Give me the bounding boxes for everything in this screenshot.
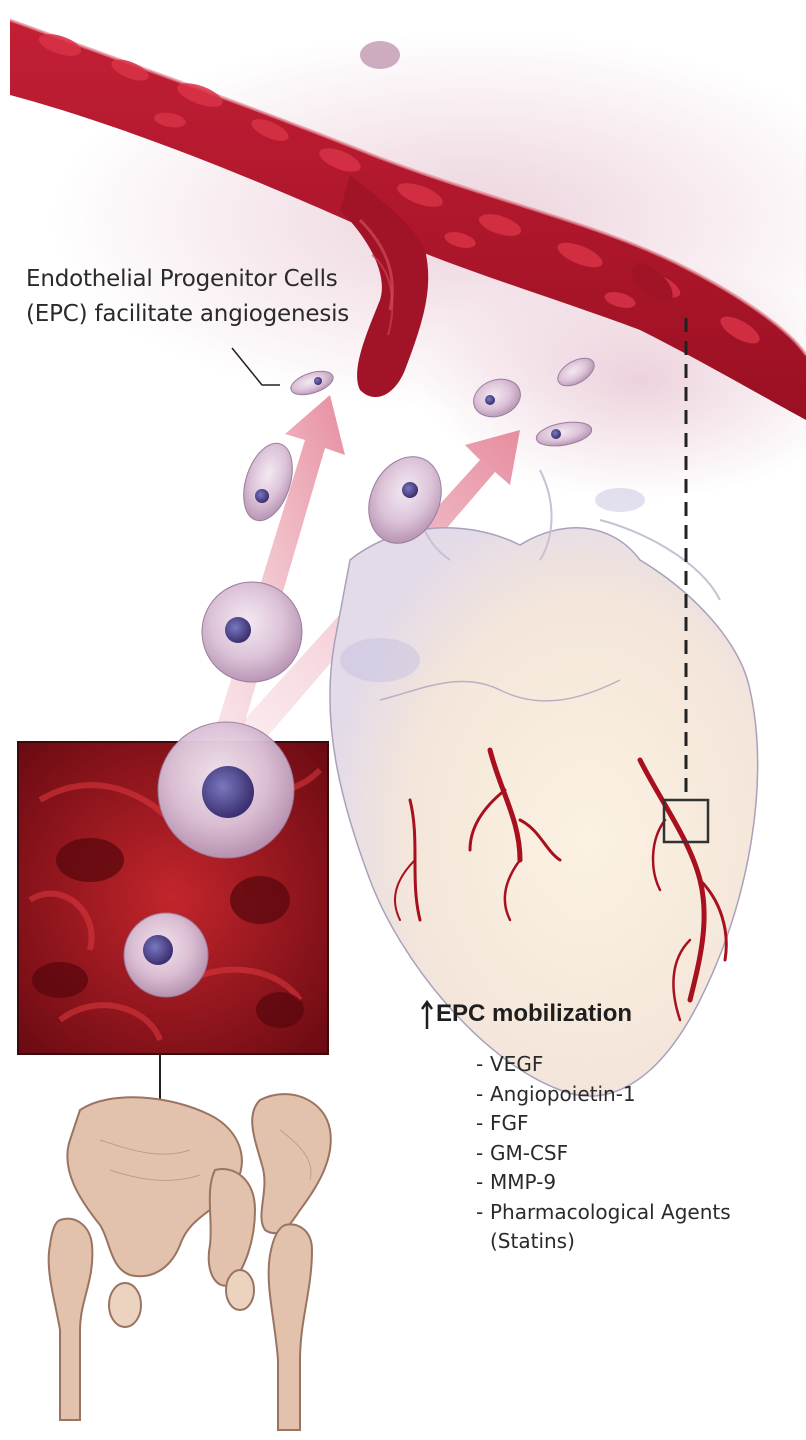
caption-line-2: (EPC) facilitate angiogenesis bbox=[26, 297, 349, 332]
mobilization-title: EPC mobilization bbox=[436, 1000, 632, 1028]
factor-subitem-statins: (Statins) bbox=[476, 1227, 731, 1257]
factor-item-gm-csf: -GM-CSF bbox=[476, 1139, 731, 1169]
factor-item-fgf: -FGF bbox=[476, 1109, 731, 1139]
epc-caption: Endothelial Progenitor Cells (EPC) facil… bbox=[26, 262, 349, 332]
pelvis-bones bbox=[49, 1094, 331, 1430]
caption-line-1: Endothelial Progenitor Cells bbox=[26, 262, 349, 297]
epc-mobilization-heading: EPC mobilization bbox=[420, 1000, 632, 1030]
up-arrow-icon bbox=[420, 1000, 434, 1030]
bone-marrow-inset bbox=[18, 722, 328, 1054]
factor-item-angiopoietin: -Angiopoietin-1 bbox=[476, 1080, 731, 1110]
factor-item-mmp-9: -MMP-9 bbox=[476, 1168, 731, 1198]
mobilization-factor-list: -VEGF -Angiopoietin-1 -FGF -GM-CSF -MMP-… bbox=[476, 1050, 731, 1257]
factor-item-pharmacological-agents: -Pharmacological Agents(Statins) bbox=[476, 1198, 731, 1257]
factor-item-vegf: -VEGF bbox=[476, 1050, 731, 1080]
